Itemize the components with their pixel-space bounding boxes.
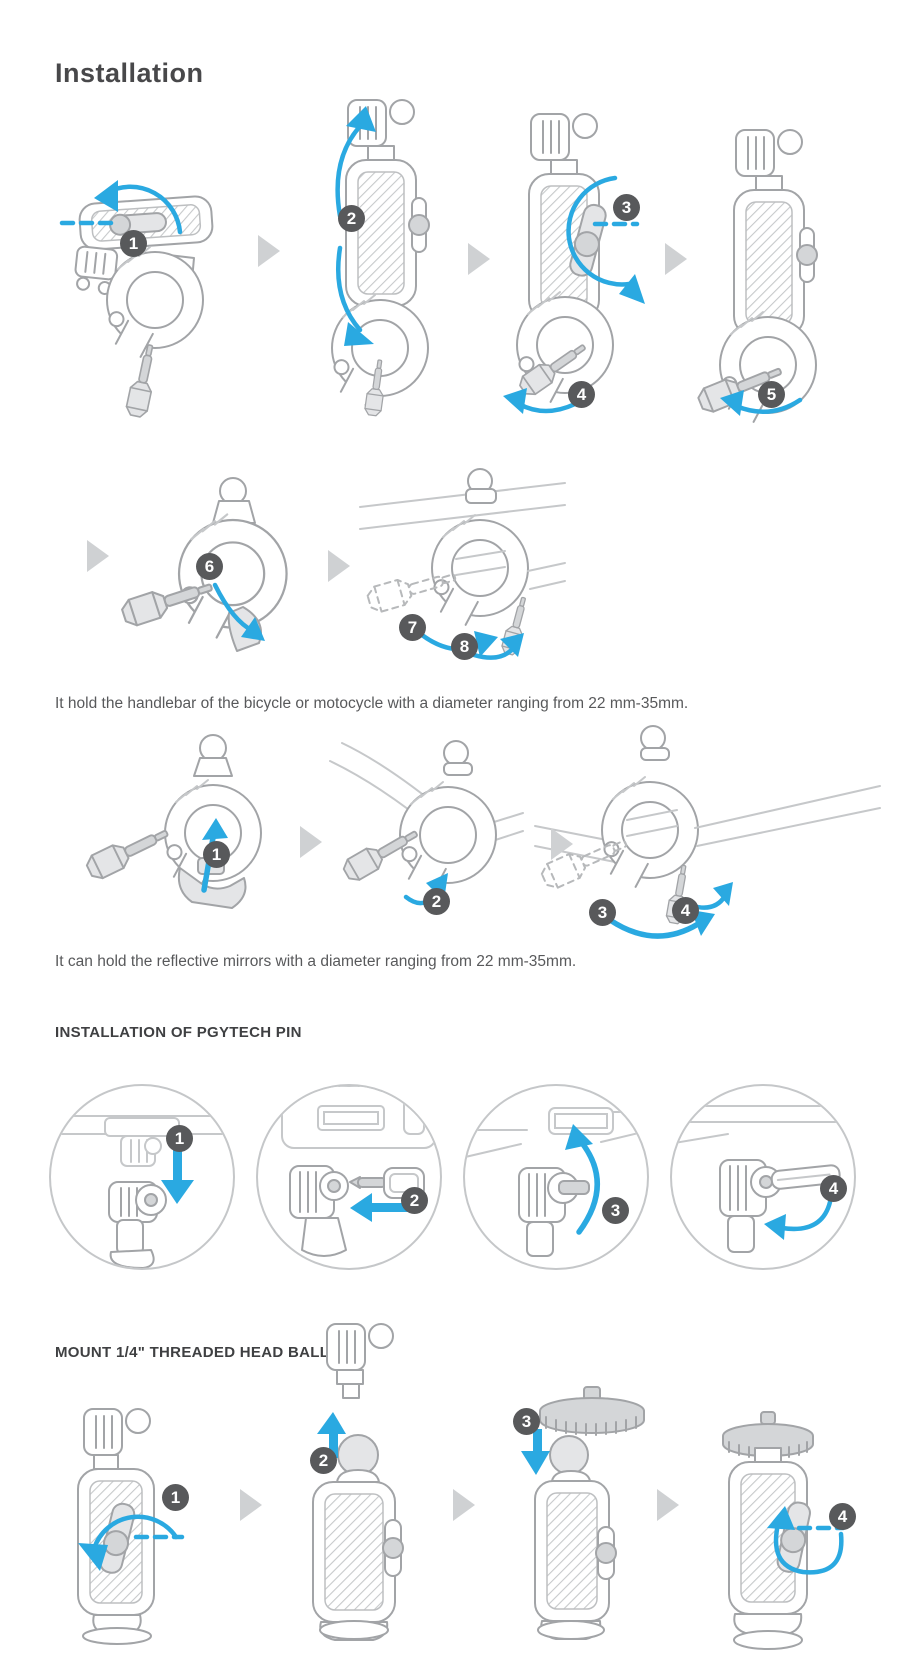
step-badge: 3	[602, 1197, 629, 1224]
step-badge: 5	[758, 381, 785, 408]
ball-section-heading: MOUNT 1/4" THREADED HEAD BALL	[55, 1344, 330, 1361]
step-badge: 8	[451, 633, 478, 660]
step-badge: 3	[613, 194, 640, 221]
step-badge: 3	[513, 1408, 540, 1435]
chevron-right-icon	[468, 243, 490, 275]
mirror-caption: It can hold the reflective mirrors with …	[55, 953, 577, 970]
figure-handlebar-step1-rotate-plate	[59, 180, 214, 419]
handlebar-caption: It hold the handlebar of the bicycle or …	[55, 695, 689, 712]
step-badge: 2	[423, 888, 450, 915]
step-badge: 1	[203, 841, 230, 868]
figure-mirror-step3-4-tighten	[534, 725, 881, 939]
chevron-right-icon	[453, 1489, 475, 1521]
step-badge: 3	[589, 899, 616, 926]
step-badge: 1	[166, 1125, 193, 1152]
figure-handlebar-step5-unscrew	[694, 129, 818, 423]
chevron-right-icon	[328, 550, 350, 582]
step-badge: 2	[338, 205, 365, 232]
step-badge: 2	[310, 1447, 337, 1474]
step-badge: 4	[829, 1503, 856, 1530]
step-badge: 4	[672, 897, 699, 924]
figure-ball-step4-lock-lever	[722, 1411, 846, 1650]
step-badge: 4	[568, 381, 595, 408]
step-badge: 4	[820, 1175, 847, 1202]
step-badge: 1	[162, 1484, 189, 1511]
chevron-right-icon	[87, 540, 109, 572]
figure-handlebar-step7-8-tighten-on-bar	[359, 468, 566, 660]
step-badge: 1	[120, 230, 147, 257]
figure-pin-step1-insert-mount	[49, 1084, 235, 1270]
figure-handlebar-step3-4-lock-lever	[503, 113, 645, 414]
figure-pin-step2-insert-pin	[256, 1084, 442, 1270]
chevron-right-icon	[300, 826, 322, 858]
step-badge: 2	[401, 1187, 428, 1214]
figure-mirror-step1-insert-adapter	[82, 734, 262, 909]
page-title: Installation	[55, 58, 204, 88]
chevron-right-icon	[657, 1489, 679, 1521]
figure-pin-step3-flip-up	[463, 1084, 649, 1270]
figure-pin-step4-fold-lever	[670, 1084, 856, 1270]
chevron-right-icon	[258, 235, 280, 267]
chevron-right-icon	[551, 828, 573, 860]
chevron-right-icon	[240, 1489, 262, 1521]
pin-section-heading: INSTALLATION OF PGYTECH PIN	[55, 1024, 302, 1041]
step-badge: 7	[399, 614, 426, 641]
figure-ball-step3-attach-thumbwheel	[521, 1386, 645, 1640]
figure-handlebar-step2-fold-mount	[323, 99, 430, 417]
step-badge: 6	[196, 553, 223, 580]
figure-handlebar-step6-insert-screw	[118, 477, 288, 652]
chevron-right-icon	[665, 243, 687, 275]
figure-ball-step1-open-lever	[77, 1408, 185, 1645]
figure-ball-step2-remove-ball	[312, 1323, 404, 1641]
